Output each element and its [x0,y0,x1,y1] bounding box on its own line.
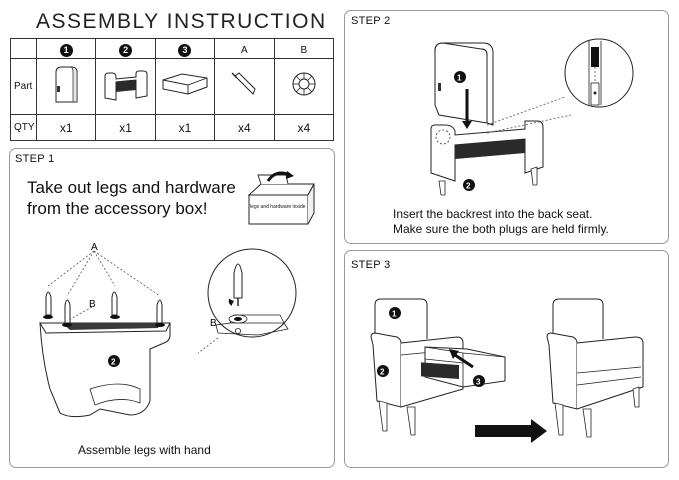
seat-frame-icon [104,70,148,101]
step1-chair-underside-illustration: A B 2 [39,242,171,418]
part-cell-cushion [154,58,216,115]
parts-table: 1 2 3 A B Part [10,38,335,141]
parts-header-2: 2 [95,38,156,59]
step1-caption: Assemble legs with hand [78,443,211,457]
qty-seat-frame: x1 [95,114,156,141]
step2-caption-line2: Make sure the both plugs are held firmly… [393,222,609,236]
backrest-icon [55,66,78,103]
leg-icon [231,72,256,95]
step3-panel: STEP 3 1 3 2 [344,250,669,468]
step1-leg-zoom-illustration: B [197,248,297,354]
parts-header-b: B [273,38,335,59]
callout-b-label: B [89,299,96,310]
part-cell-leg-plate [273,58,335,115]
qty-backrest: x1 [35,114,97,141]
zoom-label-b: B [210,318,217,329]
leg-plate-icon [292,72,316,96]
parts-header-a: A [214,38,275,59]
step3-badge-1: 1 [392,310,397,319]
parts-header-3: 3 [154,38,216,59]
document-title: ASSEMBLY INSTRUCTION [36,10,327,33]
step2-backrest-insert-illustration: 1 2 [430,38,634,196]
step2-title: STEP 2 [351,15,391,27]
callout-a-label: A [91,242,98,253]
qty-cushion: x1 [154,114,216,141]
accessory-box-illustration [247,171,315,225]
part-cell-leg [214,58,275,115]
step1-panel: STEP 1 Take out legs and hardware from t… [9,148,335,468]
row-label-qty: QTY [10,114,37,141]
cushion-icon [162,73,208,95]
qty-leg: x4 [214,114,275,141]
step1-badge-2-body [108,355,120,367]
step2-caption-line1: Insert the backrest into the back seat. [393,207,593,221]
step3-title: STEP 3 [351,259,391,271]
part-cell-seat-frame [95,58,156,115]
parts-header-row: 1 2 3 A B [10,38,335,59]
step1-instruction: Take out legs and hardware from the acce… [27,178,236,218]
step3-badge-2: 2 [380,368,385,377]
parts-image-row: Part [10,58,335,115]
step2-badge-1: 1 [457,74,462,83]
step3-cushion-insert-illustration: 1 3 2 [370,298,644,443]
parts-qty-row: QTY x1 x1 x1 x4 x4 [10,114,335,141]
step1-badge-2: 2 [111,358,116,367]
row-label-part: Part [10,58,37,115]
step2-panel: STEP 2 1 2 Insert the backrest into the … [344,10,669,244]
box-label: legs and hardware inside [250,204,306,210]
step3-badge-3: 3 [476,378,481,387]
parts-corner-cell [10,38,37,59]
step1-title: STEP 1 [15,153,55,165]
step2-badge-2: 2 [466,182,471,191]
qty-leg-plate: x4 [273,114,335,141]
parts-header-1: 1 [35,38,97,59]
part-cell-backrest [35,58,97,115]
